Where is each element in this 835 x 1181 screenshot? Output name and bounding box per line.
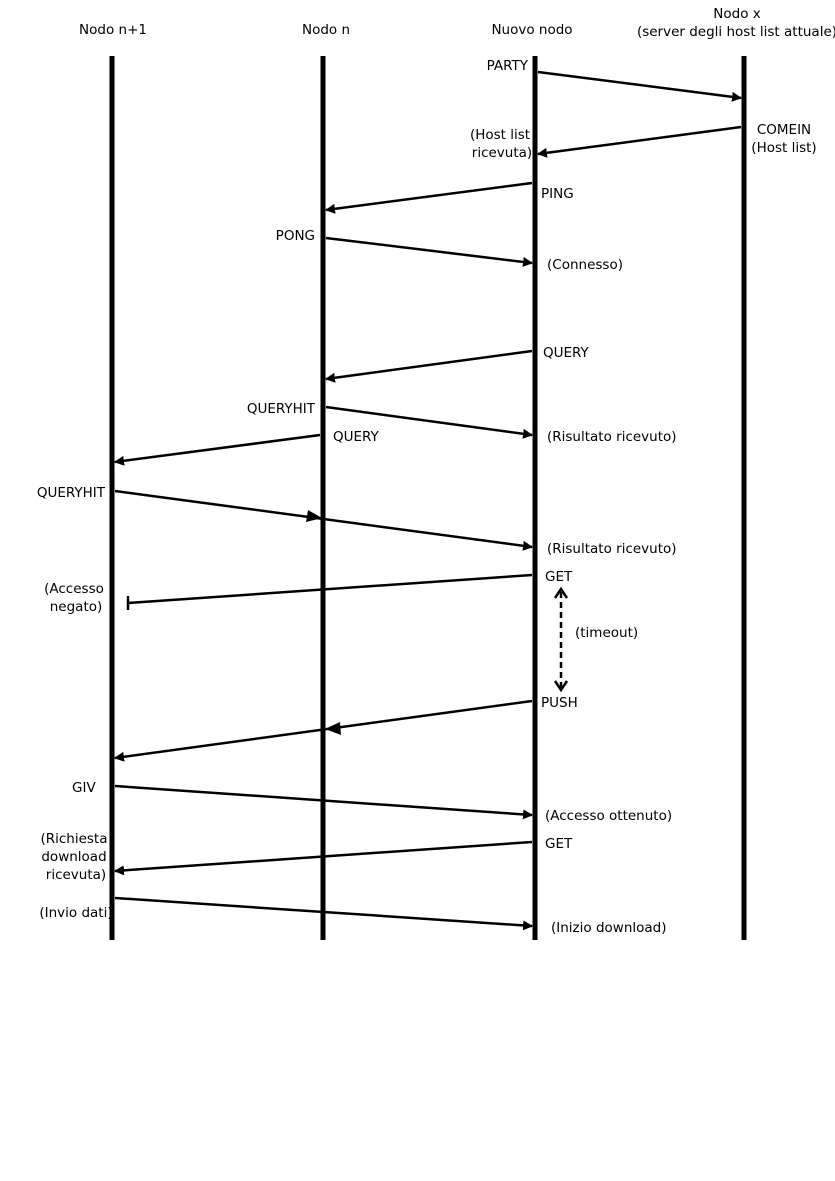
label-pong: PONG <box>276 228 315 244</box>
node-header-n-plus-1: Nodo n+1 <box>79 22 147 38</box>
message-queryhit-2-arrow <box>114 489 533 551</box>
message-comein-arrow <box>537 125 742 158</box>
label-connected: (Connesso) <box>547 257 623 273</box>
message-push-mid-arrowhead <box>325 722 341 735</box>
label-download-request-1: (Richiesta <box>40 831 107 847</box>
label-get-2: GET <box>545 836 573 852</box>
label-download-request-2: download <box>41 849 106 865</box>
label-queryhit-2: QUERYHIT <box>37 485 106 501</box>
label-query-1: QUERY <box>543 345 590 361</box>
label-sending-data: (Invio dati) <box>39 905 112 921</box>
label-giv: GIV <box>72 780 96 796</box>
node-header-x: Nodo x <box>713 6 760 22</box>
label-denied-2: negato) <box>50 599 103 615</box>
label-host-list-received-1: (Host list <box>470 127 530 143</box>
message-party-arrow <box>537 70 742 102</box>
message-get-2-arrow <box>114 840 533 876</box>
label-query-2: QUERY <box>333 429 380 445</box>
message-push-arrow <box>114 699 533 762</box>
label-result-1: (Risultato ricevuto) <box>547 429 677 445</box>
message-query-2-arrow <box>114 433 321 466</box>
label-push: PUSH <box>541 695 578 711</box>
message-ping-arrow <box>325 181 533 214</box>
message-pong-arrow <box>325 236 533 267</box>
node-header-n: Nodo n <box>302 22 350 38</box>
message-data-arrow <box>114 896 533 931</box>
label-host-list-received-2: ricevuta) <box>472 145 532 161</box>
message-queryhit-2-mid-arrowhead <box>306 510 322 522</box>
label-denied-1: (Accesso <box>44 581 104 597</box>
message-queryhit-1-arrow <box>325 405 533 439</box>
label-download-request-3: ricevuta) <box>46 867 106 883</box>
label-ping: PING <box>541 186 574 202</box>
label-queryhit-1: QUERYHIT <box>247 401 316 417</box>
label-result-2: (Risultato ricevuto) <box>547 541 677 557</box>
label-comein: COMEIN <box>757 122 811 138</box>
timeout-arrow-top-head <box>553 586 569 599</box>
node-header-x-subtitle: (server degli host list attuale) <box>637 24 835 40</box>
label-timeout: (timeout) <box>575 625 638 641</box>
message-query-1-arrow <box>325 349 533 383</box>
message-giv-arrow <box>114 784 533 820</box>
label-comein-note: (Host list) <box>751 140 816 156</box>
label-access-granted: (Accesso ottenuto) <box>545 808 672 824</box>
timeout-arrow-bottom-head <box>553 680 569 693</box>
message-get-1-arrow <box>127 573 533 605</box>
label-get-1: GET <box>545 569 573 585</box>
node-header-new-node: Nuovo nodo <box>491 22 572 38</box>
label-party: PARTY <box>487 58 529 74</box>
label-download-start: (Inizio download) <box>551 920 667 936</box>
